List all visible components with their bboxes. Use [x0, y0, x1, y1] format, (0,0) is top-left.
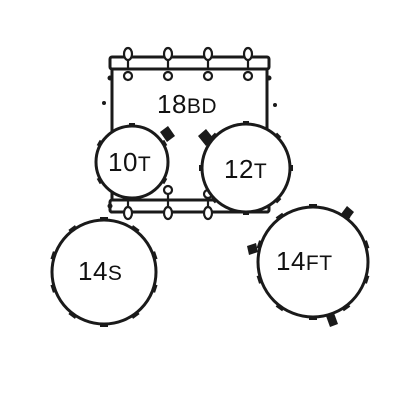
tom-mount-left	[160, 126, 175, 142]
rack-tom-12-lugs	[199, 121, 293, 215]
bass-drum-top-hoop	[108, 55, 271, 71]
rack-tom-12-label: 12T	[224, 154, 267, 184]
floor-tom: 14FT	[247, 204, 370, 327]
rack-tom-10: 10T	[94, 123, 170, 201]
bass-drum-side-dot	[273, 103, 277, 107]
bass-drum-top-lugs	[122, 46, 254, 82]
rack-tom-12: 12T	[199, 121, 293, 215]
bass-drum-side-dot	[102, 101, 106, 105]
bass-drum-lug	[162, 184, 174, 221]
floor-tom-leg	[247, 243, 258, 255]
rack-tom-10-label: 10T	[108, 147, 151, 177]
bass-drum-side-dot	[107, 203, 113, 209]
bass-drum-side-dot	[266, 75, 272, 81]
snare-drum: 14S	[50, 217, 158, 327]
floor-tom-lugs	[256, 204, 370, 320]
bass-drum-lug	[202, 46, 214, 82]
bass-drum-lug	[122, 46, 134, 82]
snare-drum-lugs	[50, 217, 158, 327]
bass-drum-side-dot	[107, 75, 113, 81]
bass-drum-lug	[242, 46, 254, 82]
snare-drum-label: 14S	[78, 256, 122, 286]
bass-drum-label: 18BD	[157, 89, 217, 119]
floor-tom-leg	[326, 313, 338, 327]
floor-tom-label: 14FT	[276, 246, 333, 276]
rack-tom-10-lugs	[96, 123, 168, 201]
bass-drum-lug	[162, 46, 174, 82]
